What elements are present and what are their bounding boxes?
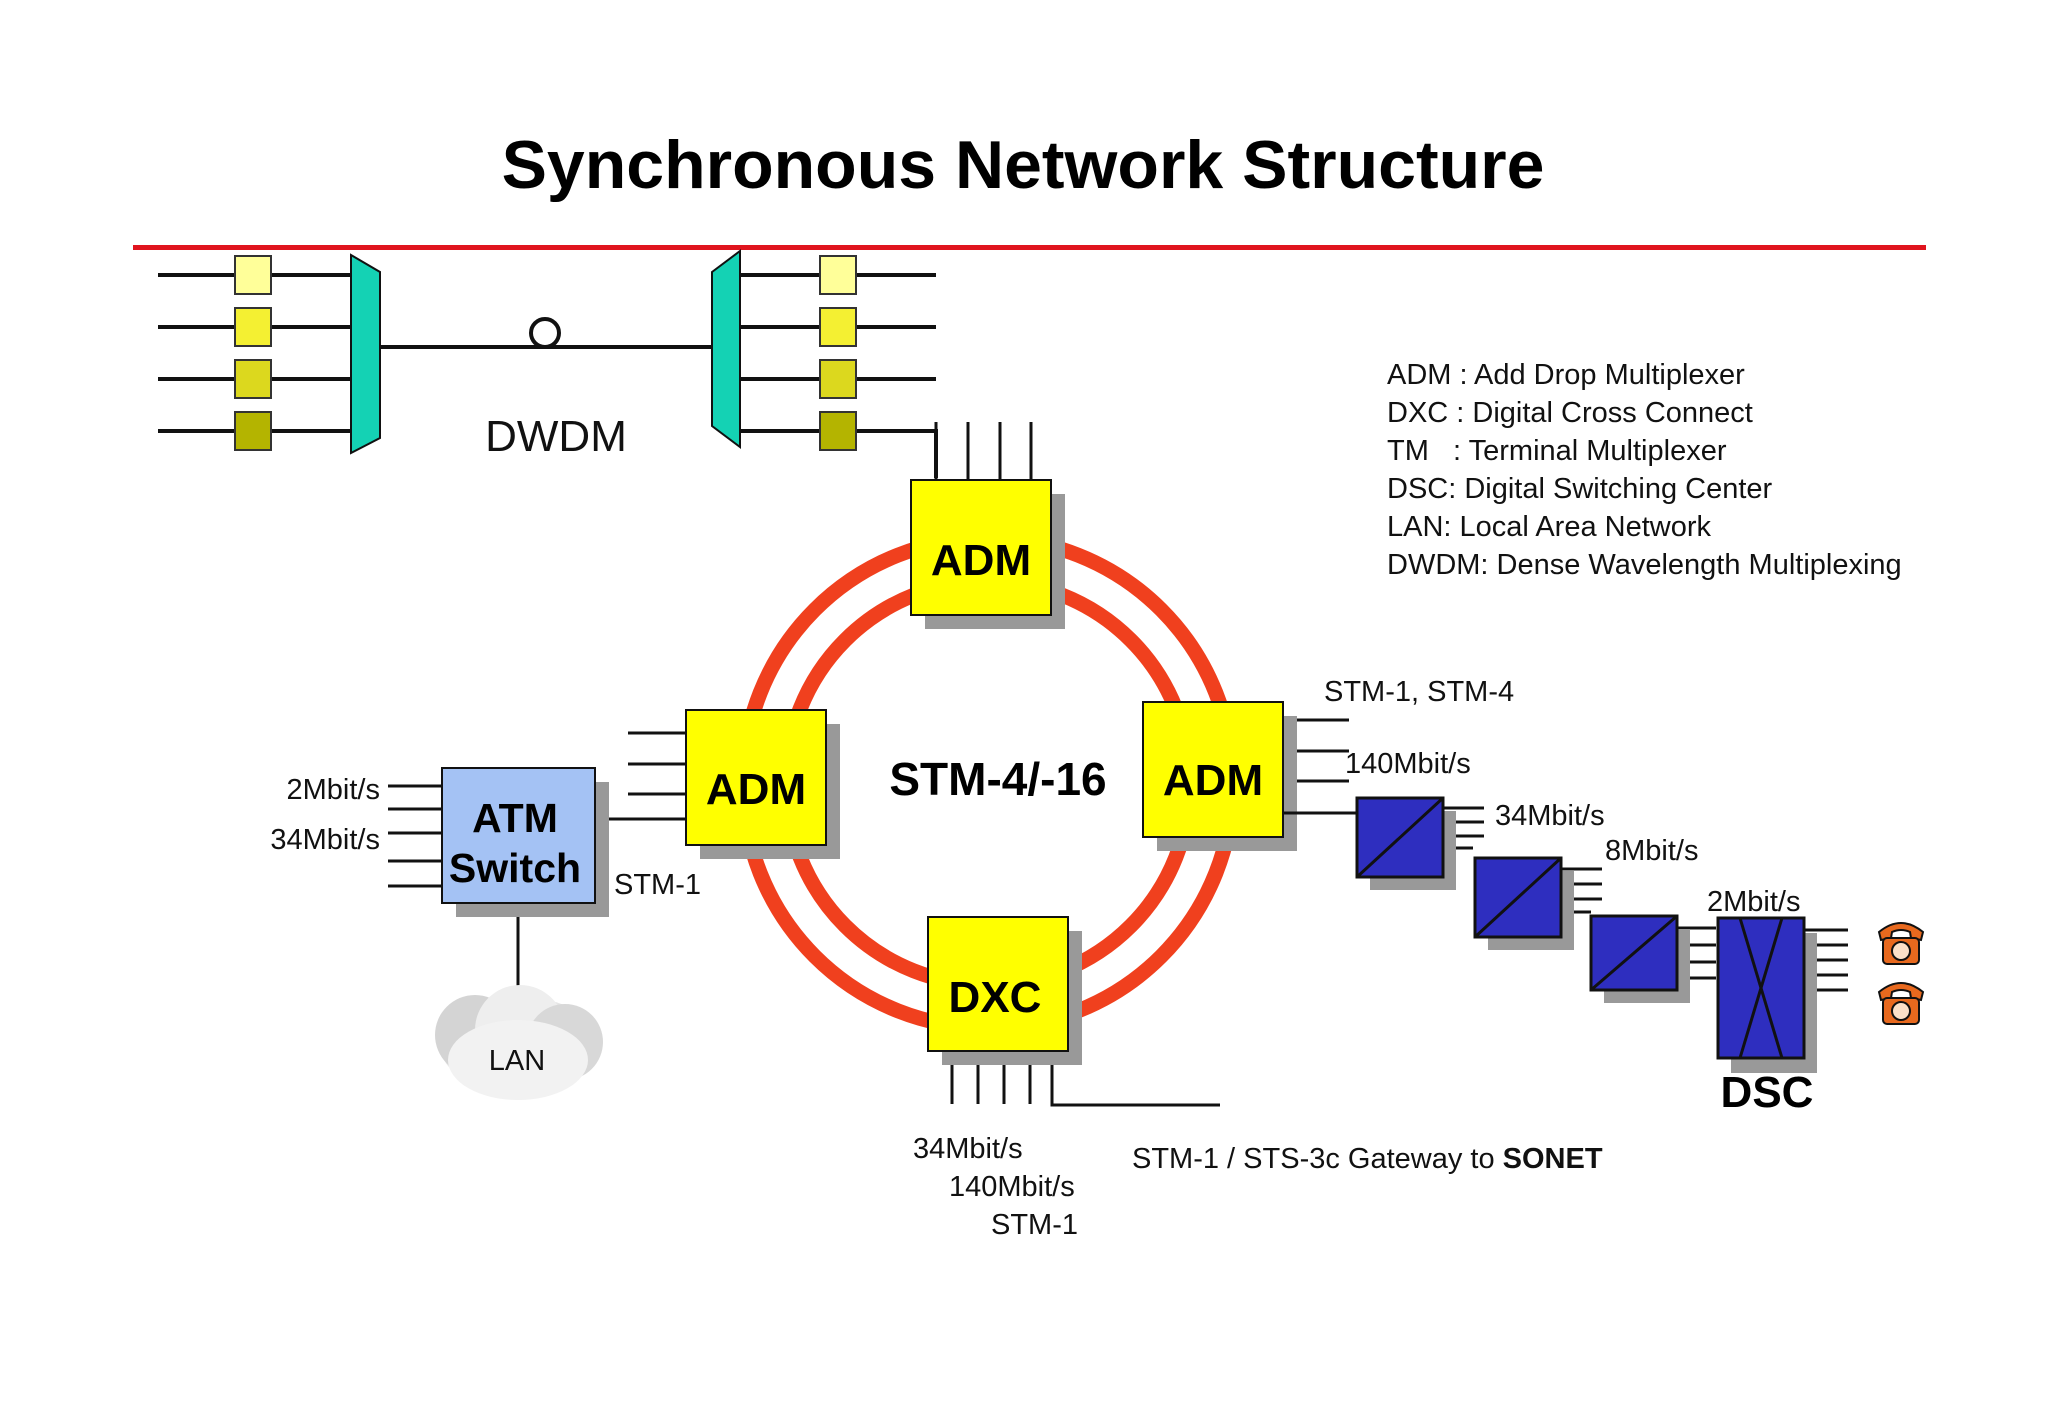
lan-label: LAN: [489, 1045, 545, 1077]
adm-left[interactable]: ADM: [596, 709, 840, 859]
legend-item: DWDM: Dense Wavelength Multiplexing: [1387, 549, 1902, 581]
mux-rate-label: 34Mbit/s: [1495, 800, 1605, 832]
gateway-label: STM-1 / STS-3c Gateway to SONET: [1132, 1143, 1603, 1175]
mux-stage-1[interactable]: [1355, 796, 1456, 890]
atm-rate-label: 34Mbit/s: [270, 824, 380, 856]
adm-right-rate-label: 140Mbit/s: [1345, 748, 1471, 780]
channel-box: [819, 255, 857, 295]
fibre-coil-icon: [529, 317, 561, 349]
legend-item: TM : Terminal Multiplexer: [1387, 435, 1727, 467]
title-rule: [133, 245, 1926, 250]
adm-right[interactable]: ADM: [1142, 701, 1349, 851]
channel-box: [234, 255, 272, 295]
dxc-rate-label: 140Mbit/s: [949, 1171, 1075, 1203]
telephone-icon: [1877, 982, 1925, 1025]
dwdm-demux-icon: [711, 249, 741, 449]
adm-right-label: ADM: [1163, 756, 1263, 805]
mux-rate-label: 8Mbit/s: [1605, 835, 1698, 867]
legend-item: LAN: Local Area Network: [1387, 511, 1711, 543]
mux-rate-label: 2Mbit/s: [1707, 886, 1800, 918]
dxc-rate-label: 34Mbit/s: [913, 1133, 1023, 1165]
ring-label: STM-4/-16: [889, 753, 1106, 805]
channel-box: [234, 411, 272, 451]
dwdm-label: DWDM: [485, 412, 627, 461]
adm-top-label: ADM: [931, 536, 1031, 585]
channel-box: [234, 307, 272, 347]
mux-stage-2[interactable]: [1473, 856, 1574, 950]
dwdm-mux-icon: [350, 253, 381, 455]
adm-top[interactable]: ADM: [910, 422, 1065, 629]
adm-right-rate-label: STM-1, STM-4: [1324, 676, 1514, 708]
atm-out-label: STM-1: [614, 869, 701, 901]
dxc-node[interactable]: DXC: [927, 916, 1220, 1107]
adm-left-label: ADM: [706, 765, 806, 814]
legend-item: DSC: Digital Switching Center: [1387, 473, 1773, 505]
atm-switch-label: ATM: [472, 795, 558, 841]
dxc-label: DXC: [949, 973, 1042, 1022]
legend-item: DXC : Digital Cross Connect: [1387, 397, 1753, 429]
dsc-label: DSC: [1721, 1068, 1814, 1117]
atm-rate-label: 2Mbit/s: [287, 774, 380, 806]
telephone-icon: [1877, 922, 1925, 965]
channel-box: [819, 307, 857, 347]
legend-item: ADM : Add Drop Multiplexer: [1387, 359, 1745, 391]
legend: ADM : Add Drop Multiplexer DXC : Digital…: [1387, 359, 1902, 581]
atm-switch[interactable]: ATM Switch: [388, 767, 686, 990]
channel-box: [234, 359, 272, 399]
channel-box: [819, 411, 857, 451]
dsc-node[interactable]: [1716, 916, 1817, 1073]
dwdm-channels-left: [234, 255, 272, 451]
mux-stage-3[interactable]: [1589, 914, 1690, 1003]
channel-box: [819, 359, 857, 399]
atm-switch-label: Switch: [449, 845, 581, 891]
page-title: Synchronous Network Structure: [502, 127, 1545, 203]
dwdm-channels-right: [819, 255, 857, 451]
dxc-rate-label: STM-1: [991, 1209, 1078, 1241]
cloud-icon: [435, 985, 603, 1100]
